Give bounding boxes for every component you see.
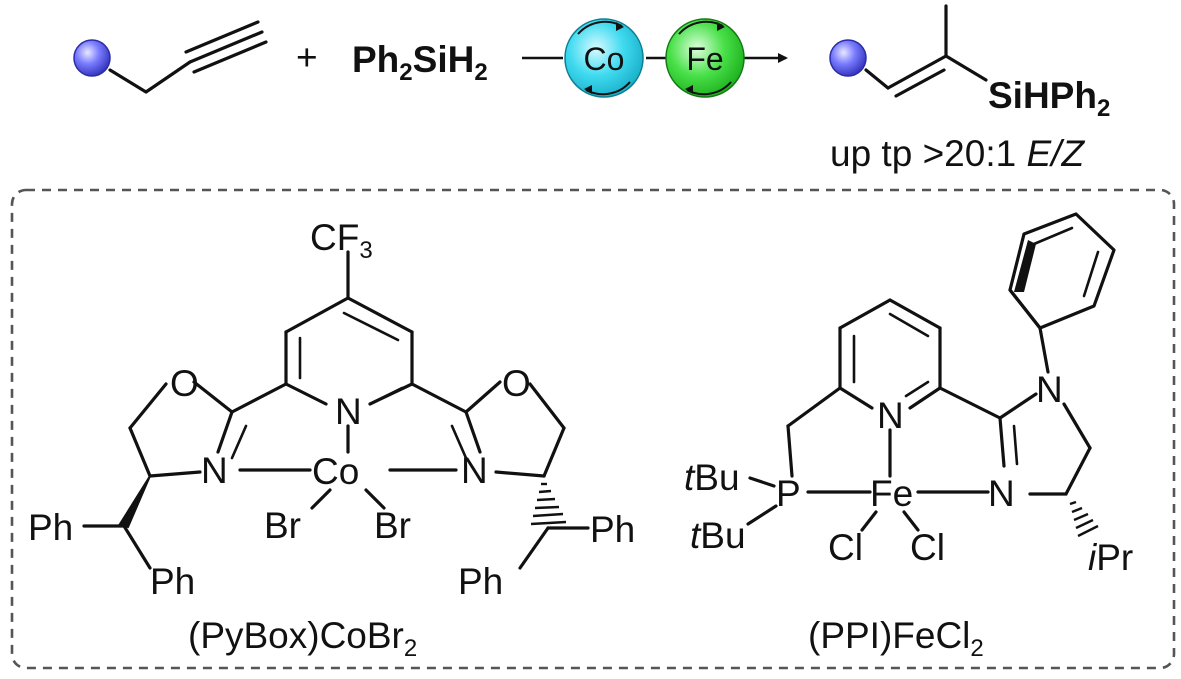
pybox-n-left: N	[201, 450, 228, 491]
bromide-right: Br	[374, 505, 411, 546]
ppi-imidazoline-n: N	[988, 473, 1015, 514]
phenyl-left-2: Ph	[150, 561, 195, 602]
ipr-group: iPr	[1088, 537, 1133, 578]
phenyl-right-1: Ph	[590, 509, 635, 550]
substrate-sphere-icon	[73, 39, 111, 77]
selectivity-note: up tp >20:1 E/Z	[830, 133, 1085, 174]
pybox-pyridine-n: N	[335, 391, 362, 432]
pybox-n-right: N	[461, 450, 488, 491]
cobalt-center: Co	[312, 451, 359, 492]
product-vinylsilane	[829, 4, 988, 98]
fe-cycle-icon: Fe	[665, 18, 745, 98]
ppi-catalyst-name: (PPI)FeCl2	[808, 615, 984, 662]
co-cycle-label: Co	[584, 41, 625, 77]
reagent-silane: Ph2SiH2	[352, 39, 488, 86]
ppi-fecl2-structure	[746, 212, 1116, 538]
pybox-oxygen-right: O	[502, 363, 531, 404]
triple-bond-bottom	[192, 40, 268, 74]
product-si-bond	[944, 54, 988, 82]
pybox-cobr2-structure	[82, 250, 590, 570]
plus-sign: +	[296, 37, 318, 78]
product-bond-1	[864, 68, 890, 90]
triple-bond-top	[184, 20, 260, 54]
chloride-left: Cl	[828, 527, 863, 568]
product-double-bond-inner	[894, 68, 946, 98]
alkyne-chain	[108, 60, 192, 94]
phenyl-right-2: Ph	[458, 561, 503, 602]
product-sphere-icon	[829, 39, 867, 77]
substrate-alkyne	[73, 20, 268, 94]
tbu-top: tBu	[684, 457, 740, 498]
fe-cycle-label: Fe	[686, 41, 723, 77]
ppi-imidazoline-n-top: N	[1036, 369, 1063, 410]
ppi-pyridine-n: N	[877, 395, 904, 436]
tbu-bottom: tBu	[690, 515, 746, 556]
co-cycle-icon: Co	[564, 18, 644, 98]
iron-center: Fe	[870, 473, 913, 514]
bromide-left: Br	[264, 505, 301, 546]
triple-bond-center	[188, 30, 264, 64]
pybox-catalyst-name: (PyBox)CoBr2	[188, 615, 417, 662]
product-silyl-group: SiHPh2	[988, 75, 1110, 122]
pybox-oxygen-left: O	[170, 363, 199, 404]
catalyst-frame	[10, 188, 1176, 670]
chloride-right: Cl	[910, 527, 945, 568]
phosphorus: P	[776, 473, 801, 514]
cf3-group: CF3	[310, 217, 373, 264]
phenyl-left-1: Ph	[28, 507, 73, 548]
product-double-bond	[886, 54, 948, 90]
